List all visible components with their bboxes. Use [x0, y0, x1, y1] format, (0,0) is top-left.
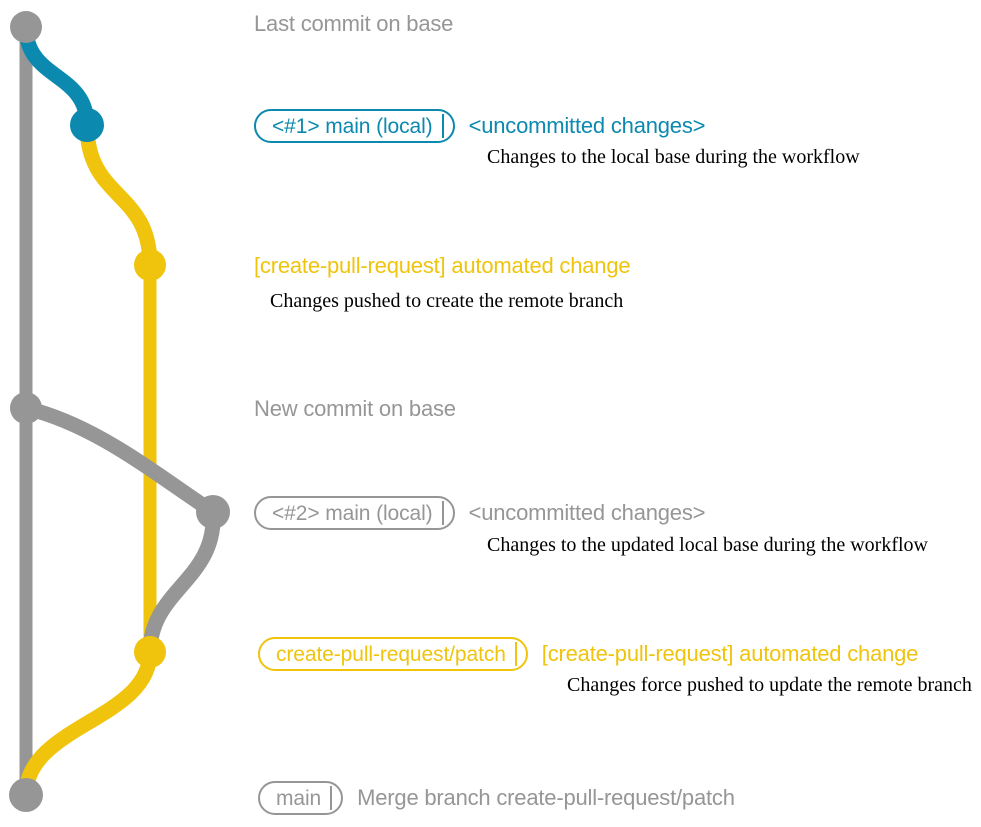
- edge-base2-to-local2: [18, 400, 221, 520]
- edge-base-to-local1: [18, 19, 95, 133]
- commit-row-local-uncommitted-1: <#1> main (local) <uncommitted changes>: [254, 109, 705, 143]
- commit-headline: [create-pull-request] automated change: [254, 253, 631, 278]
- commit-headline: <uncommitted changes>: [468, 500, 706, 525]
- commit-row-merge-commit: main Merge branch create-pull-request/pa…: [258, 781, 735, 815]
- ref-label-create-pull-request-patch[interactable]: create-pull-request/patch: [258, 637, 528, 671]
- commit-node-merge-commit[interactable]: [9, 778, 43, 812]
- commit-headline: Last commit on base: [254, 11, 454, 36]
- commit-row-new-commit-on-base: New commit on base: [254, 398, 456, 420]
- commit-node-automated-change-1[interactable]: [134, 249, 166, 281]
- commit-description-automated-change-2: Changes force pushed to update the remot…: [567, 674, 972, 696]
- commit-row-automated-change-2: create-pull-request/patch [create-pull-r…: [258, 637, 918, 671]
- commit-node-local-uncommitted-1[interactable]: [70, 108, 104, 142]
- commit-row-last-commit-on-base: Last commit on base: [254, 13, 453, 35]
- commit-headline: [create-pull-request] automated change: [541, 641, 919, 666]
- ref-label-main-local-1[interactable]: <#1> main (local): [254, 109, 455, 143]
- commit-node-automated-change-2[interactable]: [134, 636, 166, 668]
- commit-node-local-uncommitted-2[interactable]: [196, 495, 230, 529]
- ref-label-main-local-2[interactable]: <#2> main (local): [254, 496, 455, 530]
- commit-row-automated-change-1: [create-pull-request] automated change: [254, 253, 631, 278]
- edge-local1-to-patch1: [79, 117, 158, 273]
- commit-description-automated-change-1: Changes pushed to create the remote bran…: [270, 290, 624, 312]
- ref-label-text: <#1> main (local): [272, 114, 433, 138]
- commit-node-last-commit-on-base[interactable]: [10, 11, 42, 43]
- commit-headline: New commit on base: [254, 396, 456, 421]
- commit-row-local-uncommitted-2: <#2> main (local) <uncommitted changes>: [254, 496, 705, 530]
- commit-headline: <uncommitted changes>: [468, 113, 706, 138]
- commit-node-new-commit-on-base[interactable]: [10, 392, 42, 424]
- commit-headline: Merge branch create-pull-request/patch: [357, 785, 735, 810]
- commit-description-local-uncommitted-1: Changes to the local base during the wor…: [487, 146, 860, 168]
- commit-description-local-uncommitted-2: Changes to the updated local base during…: [487, 534, 928, 556]
- ref-label-text: <#2> main (local): [272, 501, 433, 525]
- ref-label-text: main: [276, 786, 322, 810]
- ref-label-text: create-pull-request/patch: [276, 642, 506, 666]
- edge-patch2-to-merge: [18, 644, 158, 803]
- edge-local2-to-patch2: [142, 504, 221, 660]
- ref-label-main[interactable]: main: [258, 781, 344, 815]
